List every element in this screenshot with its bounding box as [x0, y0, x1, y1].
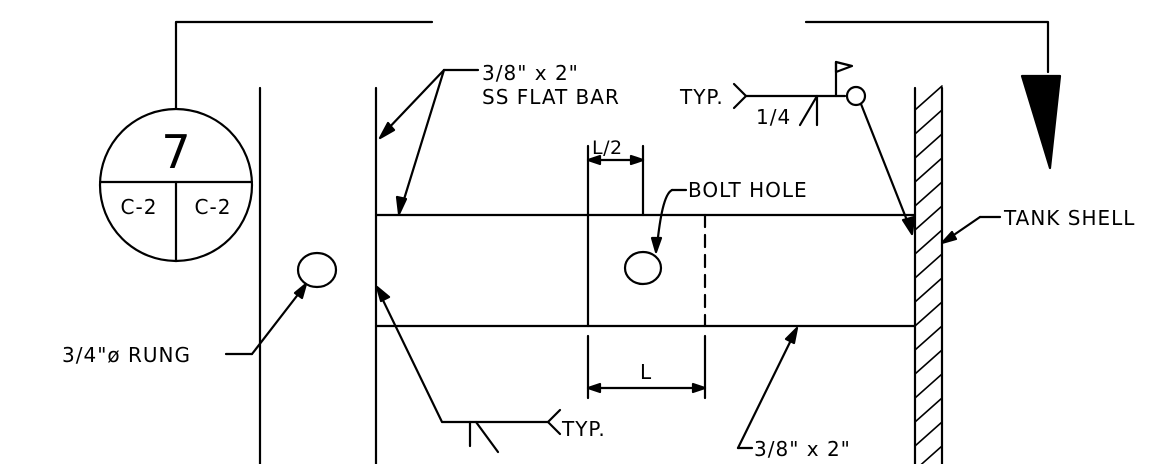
tank-shell-leader-arrow — [940, 230, 958, 245]
flat-bar-top-leader-2-arrow — [395, 195, 408, 216]
bottom-weld-symbol-leg — [474, 420, 500, 454]
flat-bar-top-label-line2: SS FLAT BAR — [482, 85, 620, 109]
tank-shell-label: TANK SHELL — [1003, 206, 1135, 230]
flat-bar-top-leader-2 — [399, 68, 446, 211]
flat-bar-top-label-line1: 3/8" x 2" — [482, 61, 579, 85]
field-weld-flag — [834, 60, 854, 74]
bottom-weld-tail — [546, 408, 562, 436]
title-border-right — [804, 20, 1050, 74]
flat-bar-bottom-leader — [736, 332, 796, 450]
bolt-hole-leader-arrow — [650, 236, 663, 254]
half-length-arrow-left — [586, 154, 602, 166]
weld-typ-top-label: TYP. — [679, 85, 724, 109]
length-arrow-right — [691, 382, 707, 394]
title-border-left — [174, 20, 434, 110]
section-marker-triangle — [1020, 74, 1062, 170]
detail-callout-bubble: 7 C-2 C-2 — [98, 107, 254, 263]
weld-all-around-circle — [845, 85, 867, 107]
weld-arrow-leader — [859, 102, 912, 230]
bottom-weld-leader — [377, 290, 550, 424]
weld-size-label: 1/4 — [756, 105, 791, 129]
sheet-reference-right: C-2 — [195, 195, 232, 219]
flat-bar-bottom-label: 3/8" x 2" — [754, 437, 851, 461]
length-dimension-label: L — [640, 360, 652, 384]
sheet-reference-left: C-2 — [121, 195, 158, 219]
bolt-hole — [623, 250, 663, 286]
fillet-weld-symbol — [798, 94, 819, 127]
rung-label: 3/4"ø RUNG — [62, 343, 191, 367]
half-length-dimension-label: L/2 — [592, 137, 623, 159]
bottom-weld-leader-arrow — [375, 285, 391, 303]
rung-section — [296, 251, 338, 289]
weld-arrow-head — [901, 215, 916, 236]
bolt-hole-label: BOLT HOLE — [688, 178, 808, 202]
flat-bar-top-leader-1 — [382, 68, 446, 135]
weld-typ-bottom-label: TYP. — [561, 417, 606, 441]
flat-bar-top-leader-1-arrow — [378, 121, 396, 140]
detail-number: 7 — [161, 125, 190, 179]
flat-bar-bottom-leader-arrow — [784, 326, 799, 345]
length-arrow-left — [586, 382, 602, 394]
weld-symbol-tail — [732, 82, 748, 110]
rung-leader — [250, 286, 305, 356]
tank-shell-wall — [913, 85, 944, 464]
half-length-arrow-right — [629, 154, 645, 166]
rung-leader-arrow — [293, 282, 308, 300]
